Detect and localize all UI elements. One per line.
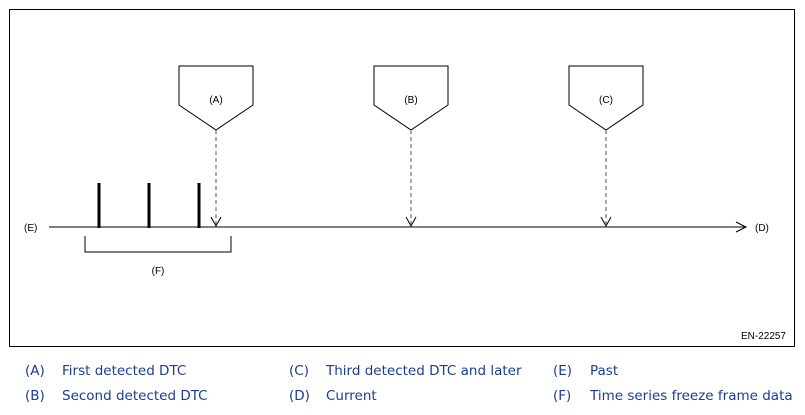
bracket-label: (F) [152, 266, 165, 277]
legend-text: Second detected DTC [62, 388, 208, 404]
marker-b-label: (B) [404, 95, 417, 106]
marker-a-shape [178, 65, 254, 131]
marker-c-label: (C) [599, 95, 613, 106]
marker-c: (C) [568, 65, 644, 228]
legend-item-d: (D) Current [289, 388, 377, 404]
timeline-diagram: (A) (B) (C) (E) (D) (F) [24, 65, 769, 277]
time-axis-arrowhead [735, 221, 748, 233]
marker-a: (A) [178, 65, 254, 228]
legend-key: (F) [553, 388, 572, 404]
marker-b-shape [373, 65, 449, 131]
marker-b: (B) [373, 65, 449, 228]
legend-item-e: (E) Past [553, 363, 618, 379]
legend-item-a: (A) First detected DTC [25, 363, 186, 379]
figure-id: EN-22257 [740, 331, 786, 342]
freeze-frame-bracket [84, 236, 232, 253]
legend-text: Third detected DTC and later [326, 363, 522, 379]
diagram-frame: (A) (B) (C) (E) (D) (F) EN-22257 [9, 9, 795, 347]
axis-end-label: (D) [755, 223, 769, 234]
marker-c-arrowhead [600, 216, 612, 228]
legend-text: Current [326, 388, 377, 404]
legend-key: (A) [25, 363, 45, 379]
marker-b-arrowhead [405, 216, 417, 228]
legend: (A) First detected DTC (B) Second detected… [0, 355, 805, 415]
legend-item-b: (B) Second detected DTC [25, 388, 208, 404]
marker-a-label: (A) [209, 95, 222, 106]
legend-item-f: (F) Time series freeze frame data [553, 388, 793, 404]
legend-key: (D) [289, 388, 310, 404]
legend-text: Time series freeze frame data [590, 388, 793, 404]
legend-text: Past [590, 363, 619, 379]
marker-c-shape [568, 65, 644, 131]
legend-item-c: (C) Third detected DTC and later [289, 363, 522, 379]
legend-text: First detected DTC [62, 363, 187, 379]
legend-key: (E) [553, 363, 573, 379]
marker-a-arrowhead [210, 216, 222, 228]
axis-start-label: (E) [24, 223, 37, 234]
legend-key: (C) [289, 363, 309, 379]
legend-key: (B) [25, 388, 45, 404]
